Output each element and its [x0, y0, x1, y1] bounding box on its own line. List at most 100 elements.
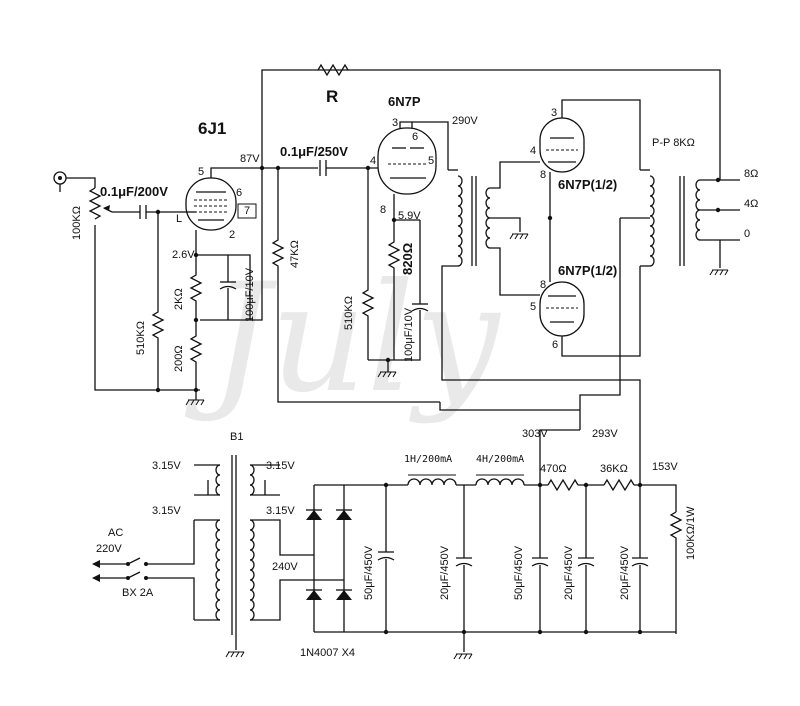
feedback-resistor [317, 63, 349, 77]
resistor-510k-b [361, 168, 375, 360]
l2-label: 4H/200mA [476, 454, 524, 465]
tube-6j1 [185, 177, 237, 231]
v87-label: 87V [240, 153, 260, 165]
resistor-470 [547, 478, 579, 492]
r510a-label: 510KΩ [135, 321, 147, 355]
o8b-label: 8 [540, 279, 546, 291]
o3-label: 3 [551, 107, 557, 119]
c3-label: 50μF/450V [513, 545, 525, 600]
resistor-bleeder [669, 511, 683, 634]
r510b-label: 510KΩ [343, 296, 355, 330]
cathode-capacitor-2 [368, 220, 429, 361]
filter-capacitor-3 [531, 485, 549, 632]
power-switch [126, 562, 148, 580]
tube-6n7p-driver [377, 127, 437, 195]
tap-0-label: 0 [744, 228, 750, 240]
tap-4-label: 4Ω [744, 198, 758, 210]
w4-label: 3.15V [266, 505, 295, 517]
tube-6j1-label: 6J1 [198, 119, 226, 138]
resistor-200 [189, 320, 203, 390]
pin-7-label: 7 [244, 205, 250, 217]
v303-label: 303V [522, 428, 548, 440]
resistor-820 [387, 220, 401, 360]
pin-2-label: 2 [229, 229, 235, 241]
ac-plug-icon [92, 560, 100, 582]
v26-label: 2.6V [172, 249, 195, 261]
pin-5-label: 5 [198, 166, 204, 178]
mains-label: 220V [96, 543, 122, 555]
r-bleed-label: 100KΩ/1W [685, 506, 697, 560]
interstage-transformer [448, 169, 491, 267]
resistor-47k [271, 168, 440, 403]
w1-label: 3.15V [152, 460, 181, 472]
tube-driver-label: 6N7P [388, 94, 421, 109]
input-cap-label: 0.1μF/200V [100, 184, 168, 199]
tube-output-bottom-label: 6N7P(1/2) [558, 263, 617, 278]
ck1-label: 100μF/10V [244, 267, 256, 322]
ac-label: AC [108, 527, 123, 539]
resistor-510k-a [151, 212, 165, 390]
w3-label: 3.15V [152, 505, 181, 517]
r47k-label: 47KΩ [289, 240, 301, 268]
r820-label: 820Ω [400, 243, 415, 275]
tube-6n7p-output-top [539, 117, 585, 173]
junction-dots [155, 165, 643, 635]
o5-label: 5 [530, 301, 536, 313]
c4-label: 20μF/450V [563, 545, 575, 600]
filter-capacitor-5 [631, 485, 649, 632]
output-terminal-4 [715, 207, 721, 213]
output-terminal-8 [715, 177, 721, 183]
d4-label: 4 [370, 155, 376, 167]
o4-label: 4 [530, 145, 536, 157]
fuse-label: BX 2A [122, 587, 154, 599]
c2-label: 20μF/450V [439, 545, 451, 600]
d3-label: 3 [392, 117, 398, 129]
r36k-label: 36KΩ [600, 463, 628, 475]
coupling-capacitor [319, 160, 327, 176]
v290-label: 290V [452, 115, 478, 127]
o8a-label: 8 [540, 169, 546, 181]
c1-label: 50μF/450V [363, 545, 375, 600]
filter-capacitor-4 [577, 485, 595, 632]
volume-potentiometer [88, 187, 113, 220]
diodes-label: 1N4007 X4 [300, 647, 355, 659]
pin-l-label: L [176, 213, 182, 225]
tube-6n7p-output-bottom [539, 281, 585, 337]
choke-1h [407, 474, 457, 486]
ck2-label: 100μF/10V [403, 307, 415, 362]
b1-label: B1 [230, 431, 243, 443]
r470-label: 470Ω [540, 463, 567, 475]
r200-label: 200Ω [173, 345, 185, 372]
filter-capacitor-2 [455, 485, 473, 632]
rectifier-bridge [306, 485, 352, 632]
power-transformer [215, 455, 255, 635]
r2k-label: 2KΩ [173, 288, 185, 310]
input-capacitor [139, 205, 147, 219]
feedback-r-label: R [326, 87, 338, 106]
v59-label: 5.9V [398, 210, 421, 222]
resistor-2k [189, 255, 203, 320]
d5-label: 5 [428, 155, 434, 167]
o6-label: 6 [552, 339, 558, 351]
choke-4h [475, 474, 525, 486]
d6-label: 6 [412, 131, 418, 143]
vol-label: 100KΩ [71, 206, 83, 240]
output-transformer [620, 169, 701, 267]
hv-label: 240V [272, 561, 298, 573]
v153-label: 153V [652, 461, 678, 473]
l1-label: 1H/200mA [404, 454, 452, 465]
tap-8-label: 8Ω [744, 168, 758, 180]
ot-label: P-P 8KΩ [652, 137, 695, 149]
w2-label: 3.15V [266, 460, 295, 472]
pin-6-label: 6 [236, 187, 242, 199]
c5-label: 20μF/450V [619, 545, 631, 600]
d8-label: 8 [380, 204, 386, 216]
resistor-36k [603, 478, 635, 492]
cathode-capacitor-1 [219, 255, 237, 320]
v293-label: 293V [592, 428, 618, 440]
input-jack-icon [53, 171, 67, 185]
filter-capacitor-1 [377, 485, 395, 632]
watermark: July [184, 252, 502, 426]
